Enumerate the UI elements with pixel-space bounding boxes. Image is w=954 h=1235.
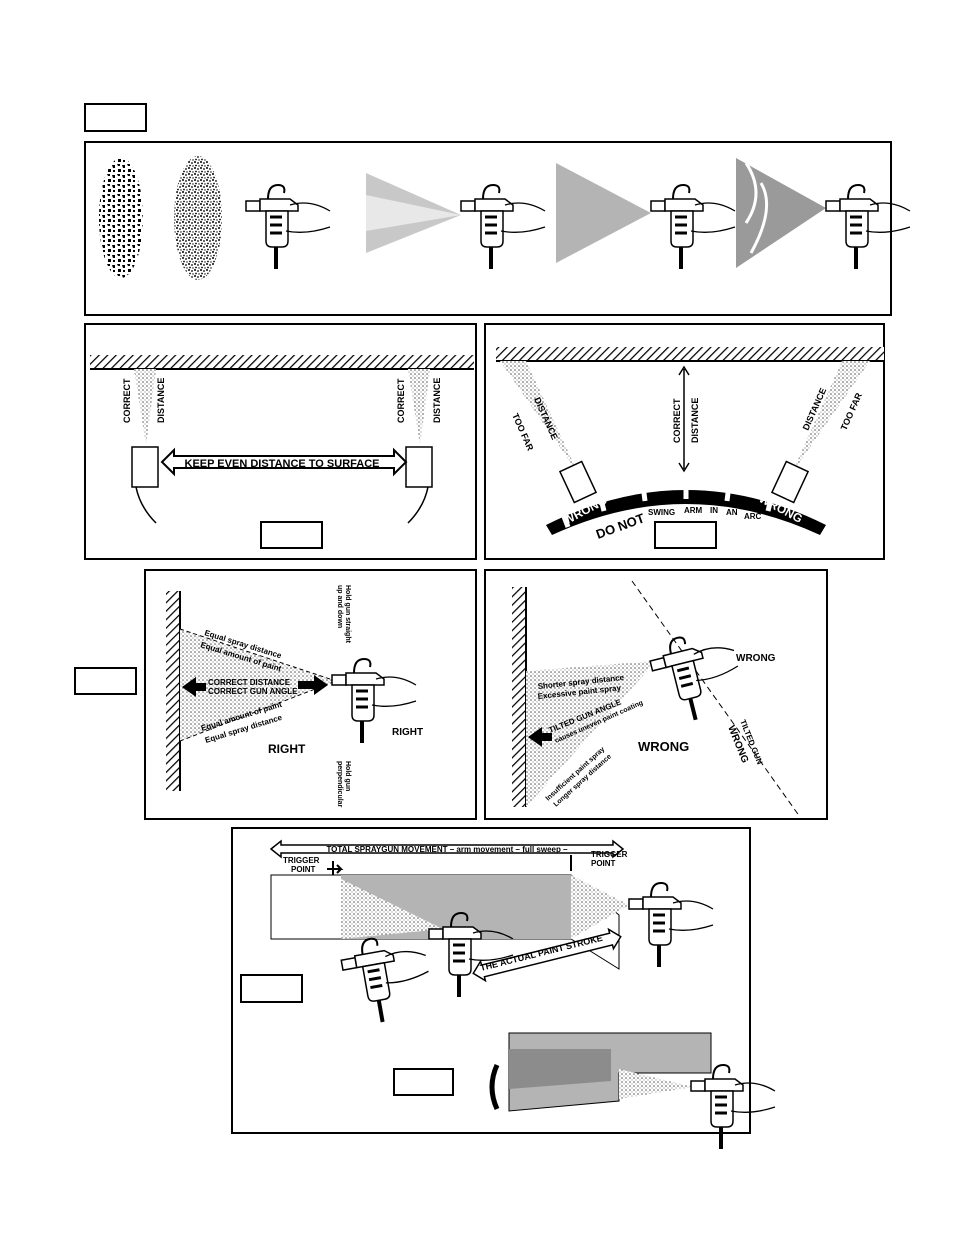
wrong-tilt-illustration: Shorter spray distance Excessive paint s… xyxy=(512,580,801,818)
correct-distance-arrow xyxy=(678,365,690,473)
fine-spray-pattern xyxy=(174,156,222,280)
figure-label-box-f xyxy=(393,1068,454,1096)
arrow-to-gun xyxy=(298,675,328,695)
correct-center: CORRECT xyxy=(672,398,682,443)
double-arrow xyxy=(160,447,408,477)
correct-label-right: CORRECT xyxy=(396,378,406,423)
figure-label-box-d xyxy=(74,667,137,695)
distance-center: DISTANCE xyxy=(690,398,700,443)
distance-left: DISTANCE xyxy=(532,396,560,441)
hand-gun-left xyxy=(131,446,159,524)
correct-label-left: CORRECT xyxy=(122,378,132,423)
arc-word: ARC xyxy=(744,512,762,521)
spray-gun-left xyxy=(336,927,438,1030)
trigger-right-2: POINT xyxy=(591,859,616,868)
wall-surface xyxy=(166,591,180,791)
spray-cone-far-right xyxy=(792,361,870,473)
figure-label-box-c xyxy=(654,521,717,549)
total-movement-illustration: TOTAL SPRAYGUN MOVEMENT – arm movement –… xyxy=(269,839,777,1151)
spray-gun-inset xyxy=(689,1063,777,1151)
hold-perp-1: Hold gun xyxy=(344,761,351,791)
ceiling-surface xyxy=(90,355,474,369)
total-movement-arrow xyxy=(269,839,625,859)
swing-word: SWING xyxy=(648,508,675,517)
arrow-to-wall xyxy=(182,677,206,697)
panel-no-arc-swing: TOO FAR DISTANCE CORRECT DISTANCE DISTAN… xyxy=(484,323,885,560)
spray-gun-3 xyxy=(649,183,737,271)
spray-wedge-tilted xyxy=(526,661,656,807)
no-arc-illustration: TOO FAR DISTANCE CORRECT DISTANCE DISTAN… xyxy=(496,347,884,542)
inset-spray xyxy=(619,1069,693,1099)
spray-gun-2 xyxy=(459,183,547,271)
spray-patterns-illustration xyxy=(99,156,912,280)
spray-cone-far-left xyxy=(500,361,578,473)
hold-straight-2: up and down xyxy=(336,585,343,628)
arc-arrow-band xyxy=(546,490,826,535)
panel-wrong-tilt: Shorter spray distance Excessive paint s… xyxy=(484,569,828,820)
right-big-label: RIGHT xyxy=(268,742,306,756)
keep-even-illustration: KEEP EVEN DISTANCE TO SURFACE CORRECT DI… xyxy=(90,355,474,524)
hold-straight-1: Hold gun straight xyxy=(344,585,351,644)
trigger-right-1: TRIGGER xyxy=(591,850,628,859)
spray-gun-4 xyxy=(824,183,912,271)
ceiling-surface xyxy=(496,347,884,361)
spray-gun-right xyxy=(627,881,715,969)
spray-fan-3 xyxy=(556,163,651,263)
trigger-left-1: TRIGGER xyxy=(283,856,320,865)
spray-cone-right xyxy=(408,369,430,445)
correct-distance: CORRECT DISTANCE xyxy=(208,678,291,687)
total-movement-label: TOTAL SPRAYGUN MOVEMENT – arm movement –… xyxy=(326,845,568,854)
tilted-axis xyxy=(631,580,801,818)
correct-angle: CORRECT GUN ANGLE xyxy=(208,687,298,696)
an-word: AN xyxy=(726,508,738,517)
distance-label-left: DISTANCE xyxy=(156,378,166,423)
arm-word: ARM xyxy=(684,506,703,515)
right-angle-illustration: Equal spray distance Equal amount of pai… xyxy=(166,585,423,808)
hand-gun-right xyxy=(405,446,433,524)
arrow-to-wall xyxy=(528,727,552,747)
spray-mist-left xyxy=(341,879,443,939)
spray-gun-tilted xyxy=(644,623,751,730)
actual-stroke-arrow xyxy=(472,927,622,983)
figure-label-box-a xyxy=(84,103,147,132)
right-small-label: RIGHT xyxy=(392,727,423,738)
panel-total-movement: TOTAL SPRAYGUN MOVEMENT – arm movement –… xyxy=(231,827,777,1151)
trigger-left-2: POINT xyxy=(291,865,316,874)
spray-fan-4 xyxy=(736,158,826,268)
distance-label-right: DISTANCE xyxy=(432,378,442,423)
wrong-top-label: WRONG xyxy=(736,653,776,664)
wall-surface xyxy=(512,587,526,807)
keep-even-label: KEEP EVEN DISTANCE TO SURFACE xyxy=(185,458,380,470)
too-far-left: TOO FAR xyxy=(510,412,536,453)
hold-perp-2: perpendicular xyxy=(336,761,343,808)
panel-right-angle: Equal spray distance Equal amount of pai… xyxy=(144,569,477,820)
spray-mist-right xyxy=(571,875,629,939)
figure-label-box-e xyxy=(240,974,303,1003)
coarse-spray-pattern xyxy=(99,158,143,278)
figure-label-box-b xyxy=(260,521,323,549)
spray-wedge xyxy=(180,629,336,741)
spray-cone-left xyxy=(134,369,156,445)
wrong-mid-label: WRONG xyxy=(638,739,689,754)
spray-gun-1 xyxy=(244,183,332,271)
in-word: IN xyxy=(710,506,718,515)
arc-bracket xyxy=(489,1063,500,1111)
panel-keep-even-distance: KEEP EVEN DISTANCE TO SURFACE CORRECT DI… xyxy=(84,323,477,560)
panel-spray-patterns xyxy=(84,141,912,316)
